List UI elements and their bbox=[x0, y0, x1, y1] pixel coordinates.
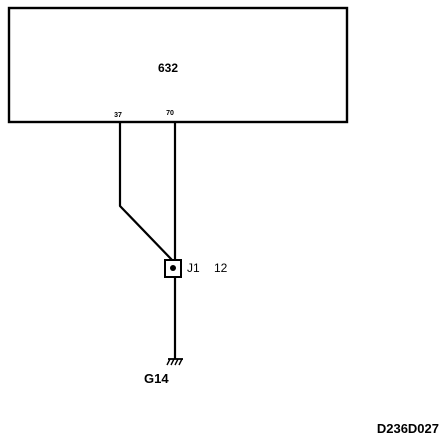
pin-label-70: 70 bbox=[166, 110, 174, 117]
connector-name: J1 bbox=[187, 261, 200, 275]
connector-splice-dot bbox=[170, 265, 176, 271]
connector-pin: 12 bbox=[214, 261, 228, 275]
ground-icon bbox=[166, 358, 183, 366]
module-label: 632 bbox=[158, 61, 178, 75]
ground-label: G14 bbox=[144, 371, 169, 386]
wire-pin-37 bbox=[118, 123, 174, 262]
pin-label-37: 37 bbox=[114, 112, 122, 119]
diagram-code: D236D027 bbox=[377, 421, 439, 436]
module-632-box bbox=[7, 6, 349, 124]
